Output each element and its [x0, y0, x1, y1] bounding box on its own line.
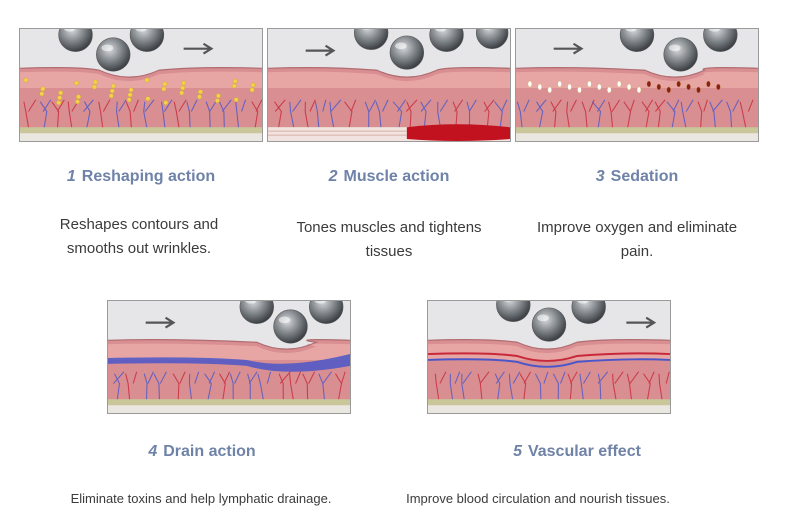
roller-ball-icon	[429, 29, 464, 52]
card-number: 2	[328, 168, 338, 185]
direction-arrow-icon	[626, 316, 657, 329]
roller-ball-icon	[58, 29, 93, 52]
direction-arrow-icon	[553, 42, 584, 55]
roller-ball-icon	[309, 301, 344, 324]
roller-ball-icon	[239, 301, 274, 324]
roller-ball-icon	[663, 37, 698, 72]
illustration-sedation	[515, 28, 759, 142]
card-description: Improve oxygen and eliminate pain.	[536, 219, 738, 260]
roller-ball-icon	[353, 29, 389, 50]
roller-ball-icon	[389, 35, 425, 70]
card-title: 4 Drain action	[80, 443, 324, 461]
illustration-drain	[107, 300, 351, 414]
roller-ball-icon	[619, 29, 655, 52]
roller-ball-icon	[129, 29, 165, 52]
card-number: 3	[595, 168, 605, 185]
roller-ball-icon	[475, 29, 509, 49]
card-description: Tones muscles and tightens tissues	[296, 219, 482, 260]
direction-arrow-icon	[183, 42, 214, 55]
card-description: Improve blood circulation and nourish ti…	[406, 491, 670, 506]
card-title-text: Vascular effect	[527, 443, 641, 460]
direction-arrow-icon	[305, 44, 336, 57]
illustration-vascular	[427, 300, 671, 414]
card-number: 1	[66, 168, 76, 185]
roller-ball-icon	[531, 307, 567, 342]
card-number: 5	[513, 443, 522, 460]
card-title: 2 Muscle action	[267, 168, 511, 186]
card-title: 3 Sedation	[515, 168, 759, 186]
card-title-text: Drain action	[163, 443, 256, 460]
roller-ball-icon	[703, 29, 738, 52]
roller-ball-icon	[96, 37, 131, 72]
card-description: Reshapes contours and smooths out wrinkl…	[59, 216, 219, 257]
card-title-text: Muscle action	[343, 168, 450, 185]
card-number: 4	[148, 443, 158, 460]
illustration-muscle	[267, 28, 511, 142]
illustration-reshaping	[19, 28, 263, 142]
card-title: 5 Vascular effect	[455, 443, 699, 461]
roller-ball-icon	[571, 301, 606, 324]
roller-ball-icon	[273, 309, 308, 344]
roller-ball-icon	[496, 301, 531, 322]
card-description: Eliminate toxins and help lymphatic drai…	[70, 491, 332, 506]
card-title-text: Reshaping action	[81, 168, 216, 185]
card-title-text: Sedation	[610, 168, 679, 185]
card-title: 1 Reshaping action	[19, 168, 263, 186]
direction-arrow-icon	[145, 316, 176, 329]
